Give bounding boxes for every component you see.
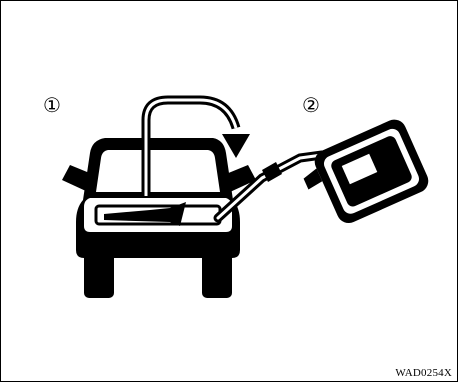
- step-1-label: ①: [43, 93, 61, 117]
- fuel-can-icon: [296, 116, 432, 234]
- step-2-label: ②: [302, 93, 320, 117]
- car-front-icon: [62, 138, 256, 298]
- figure-code: WAD0254X: [395, 367, 452, 379]
